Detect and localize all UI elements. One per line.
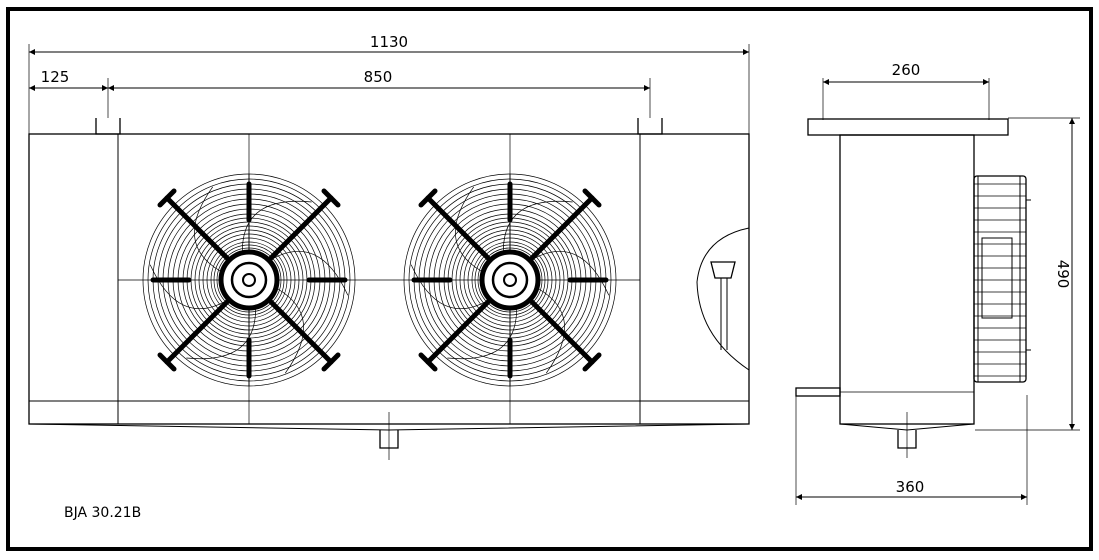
drawing-frame — [6, 7, 1093, 551]
spoke-end — [418, 188, 438, 208]
dimension-end-offset: 125 — [41, 68, 70, 86]
spoke-end — [321, 352, 341, 372]
fan-blade — [193, 186, 221, 272]
fan-blade — [538, 288, 566, 374]
fan-blade — [241, 200, 312, 251]
fan-blade — [531, 251, 610, 296]
dimension-side-top-width: 260 — [892, 61, 921, 79]
spoke-end — [418, 352, 438, 372]
fan-blade — [410, 264, 489, 309]
dimension-side-height: 490 — [1054, 260, 1072, 289]
mounting-plate — [807, 118, 1009, 136]
fan-blade — [502, 200, 573, 251]
pipe-stub — [795, 387, 841, 397]
fan-blade — [447, 309, 518, 360]
fan-blade — [454, 186, 482, 272]
side-view: 260 490 360 — [795, 61, 1080, 505]
side-body — [839, 134, 975, 425]
fan-guard-side — [973, 175, 1031, 383]
fan-guard-left — [142, 173, 356, 387]
dimension-side-depth: 360 — [896, 478, 925, 496]
mount-bracket-left — [95, 118, 121, 135]
spoke-end — [582, 352, 602, 372]
fan-blade — [149, 264, 228, 309]
dimension-overall-length: 1130 — [370, 33, 408, 51]
dimension-mount-spacing: 850 — [364, 68, 393, 86]
fan-blade — [186, 309, 257, 360]
front-view: 1130 125 850 — [28, 33, 750, 460]
spoke-end — [321, 188, 341, 208]
mount-bracket-right — [637, 118, 663, 135]
spoke-end — [157, 352, 177, 372]
fan-shaft — [503, 273, 517, 287]
connection-housing — [696, 227, 750, 371]
fan-blade — [270, 251, 349, 296]
spoke-end — [157, 188, 177, 208]
fan-shaft — [242, 273, 256, 287]
model-code: BJA 30.21B — [64, 505, 141, 521]
unit-casing — [28, 133, 750, 425]
spoke-end — [582, 188, 602, 208]
fan-guard-right — [403, 173, 617, 387]
fan-blade — [277, 288, 305, 374]
expansion-valve — [710, 261, 736, 279]
